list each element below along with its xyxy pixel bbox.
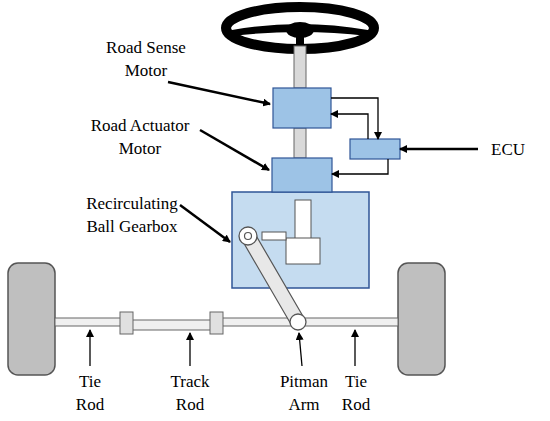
part-label: Recirculating Ball Gearbox	[76, 192, 188, 238]
part-label: Tie Rod	[336, 370, 376, 416]
part-label: Pitman Arm	[273, 370, 335, 416]
part-label: Road Actuator Motor	[78, 114, 203, 160]
part-label: Tie Rod	[70, 370, 110, 416]
part-label: ECU	[478, 138, 538, 161]
part-label: Road Sense Motor	[90, 36, 202, 82]
part-label: Track Rod	[165, 370, 215, 416]
